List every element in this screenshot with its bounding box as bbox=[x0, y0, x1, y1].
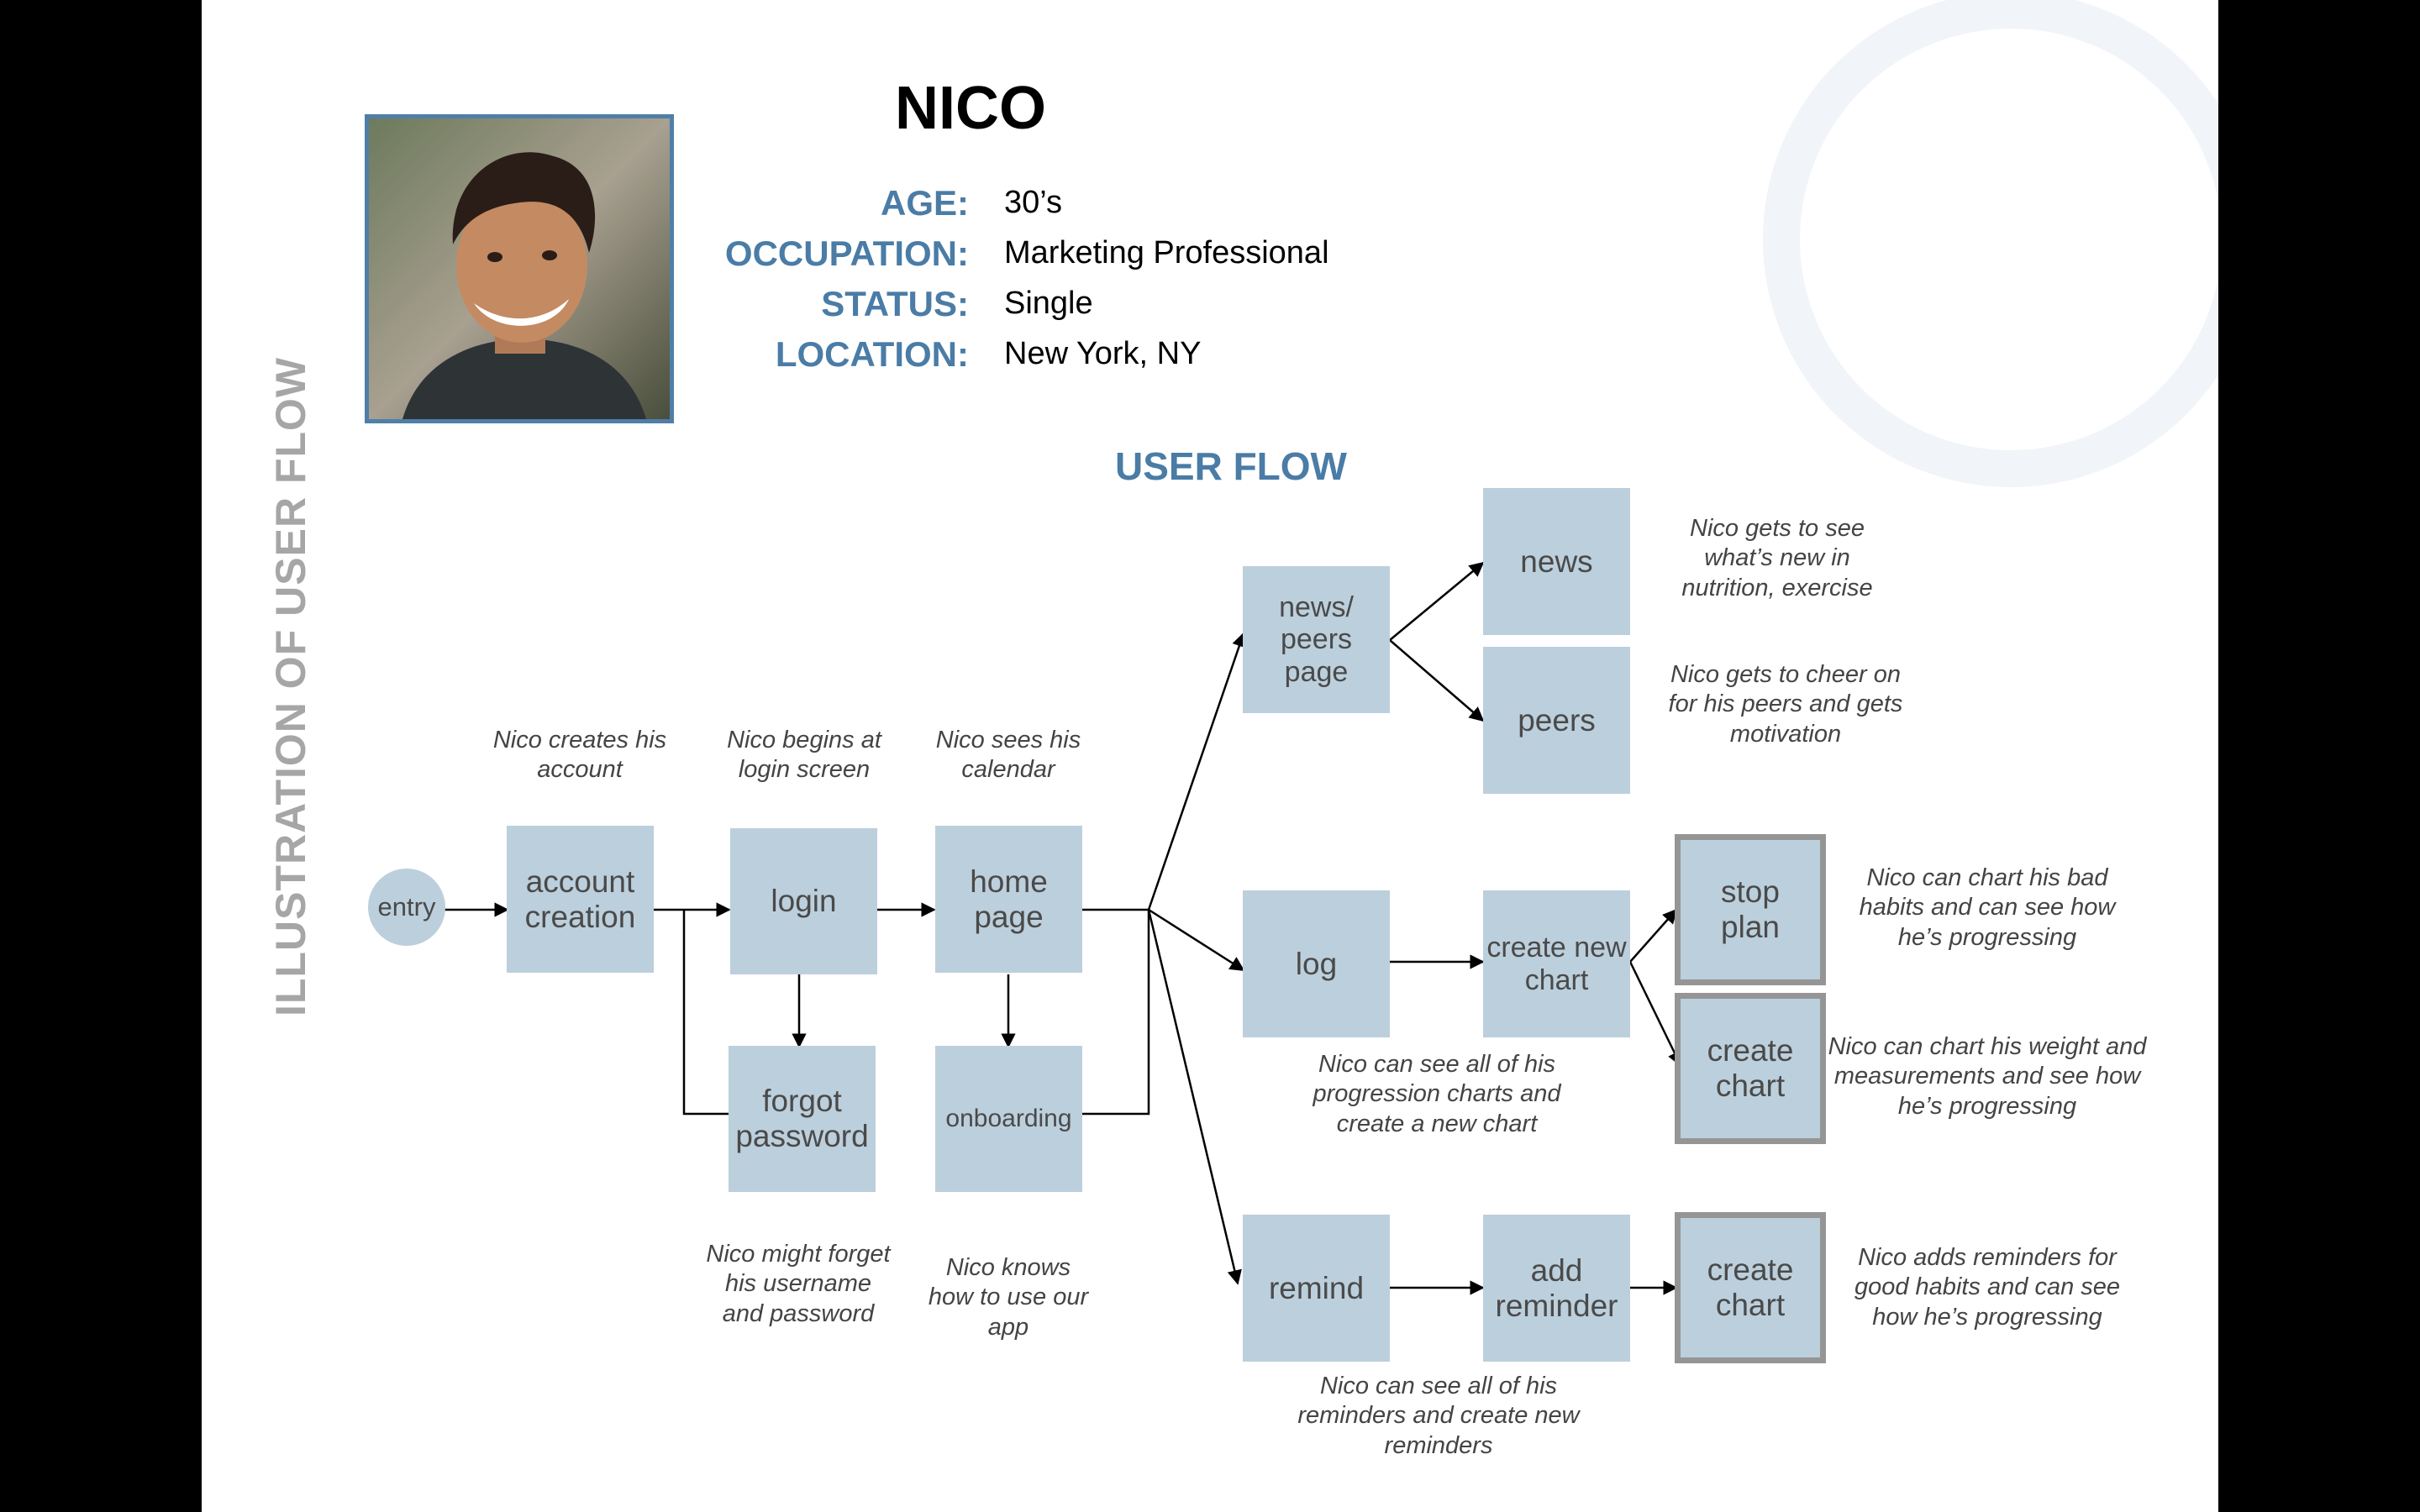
flow-title: USER FLOW bbox=[1115, 444, 1347, 488]
line-account-forgot bbox=[682, 910, 729, 1116]
node-home-page: home page bbox=[935, 826, 1082, 973]
arrow-hub-remind bbox=[1147, 909, 1242, 1285]
node-account-creation: account creation bbox=[507, 826, 654, 973]
arrow-newspeers-news bbox=[1389, 561, 1485, 641]
persona-photo bbox=[365, 114, 674, 423]
note-home: Nico sees his calendar bbox=[935, 727, 1081, 784]
note-onboarding: Nico knows how to use our app bbox=[928, 1254, 1089, 1341]
note-remind: Nico can see all of his reminders and cr… bbox=[1297, 1373, 1580, 1459]
flow-connectors bbox=[442, 561, 1682, 1295]
note-account: Nico creates his account bbox=[492, 727, 667, 784]
note-stop-plan: Nico can chart his bad habits and can se… bbox=[1859, 864, 2116, 951]
age-label: AGE: bbox=[881, 183, 969, 223]
node-stop-plan: stop plan bbox=[1675, 834, 1826, 985]
note-create-chart: Nico can chart his weight and measuremen… bbox=[1828, 1033, 2147, 1120]
arrow-hub-log bbox=[1148, 908, 1245, 972]
node-create-chart-reminder: create chart bbox=[1675, 1212, 1826, 1363]
status-label: STATUS: bbox=[821, 284, 969, 323]
note-log: Nico can see all of his progression char… bbox=[1313, 1051, 1561, 1137]
occupation-label: OCCUPATION: bbox=[724, 234, 969, 273]
arrow-createnew-stopplan bbox=[1629, 908, 1678, 963]
node-create-chart-weight: create chart bbox=[1675, 993, 1826, 1144]
node-log: log bbox=[1243, 890, 1390, 1037]
node-login: login bbox=[730, 828, 877, 974]
node-forgot-password: forgot password bbox=[729, 1046, 876, 1192]
arrow-hub-newspeers bbox=[1147, 632, 1247, 911]
location-value: New York, NY bbox=[1004, 336, 1202, 371]
slide: NICO AGE: 30’s OCCUPATION: Marketing Pro… bbox=[202, 0, 2218, 1512]
note-reminder-chart: Nico adds reminders for good habits and … bbox=[1854, 1244, 2121, 1331]
note-login: Nico begins at login screen bbox=[727, 727, 881, 784]
node-peers: peers bbox=[1483, 647, 1630, 794]
age-value: 30’s bbox=[1004, 185, 1063, 220]
location-label: LOCATION: bbox=[775, 334, 969, 374]
note-news: Nico gets to see what’s new in nutrition… bbox=[1681, 515, 1873, 601]
note-peers: Nico gets to cheer on for his peers and … bbox=[1668, 661, 1903, 748]
right-letterbox bbox=[2218, 0, 2420, 1512]
node-entry: entry bbox=[368, 869, 445, 946]
left-letterbox bbox=[0, 0, 202, 1512]
node-create-new-chart: create new chart bbox=[1483, 890, 1630, 1037]
node-onboarding: onboarding bbox=[935, 1046, 1082, 1192]
node-news: news bbox=[1483, 488, 1630, 635]
node-add-reminder: add reminder bbox=[1483, 1215, 1630, 1362]
persona-name: NICO bbox=[895, 75, 1046, 142]
arrow-createnew-createchart bbox=[1628, 961, 1682, 1067]
line-onboarding-hub bbox=[1082, 910, 1150, 1116]
node-news-peers-page: news/ peers page bbox=[1243, 566, 1390, 713]
note-forgot: Nico might forget his username and passw… bbox=[706, 1241, 891, 1327]
node-remind: remind bbox=[1243, 1215, 1390, 1362]
status-value: Single bbox=[1004, 286, 1093, 321]
arrow-newspeers-peers bbox=[1389, 639, 1485, 722]
occupation-value: Marketing Professional bbox=[1004, 235, 1329, 270]
